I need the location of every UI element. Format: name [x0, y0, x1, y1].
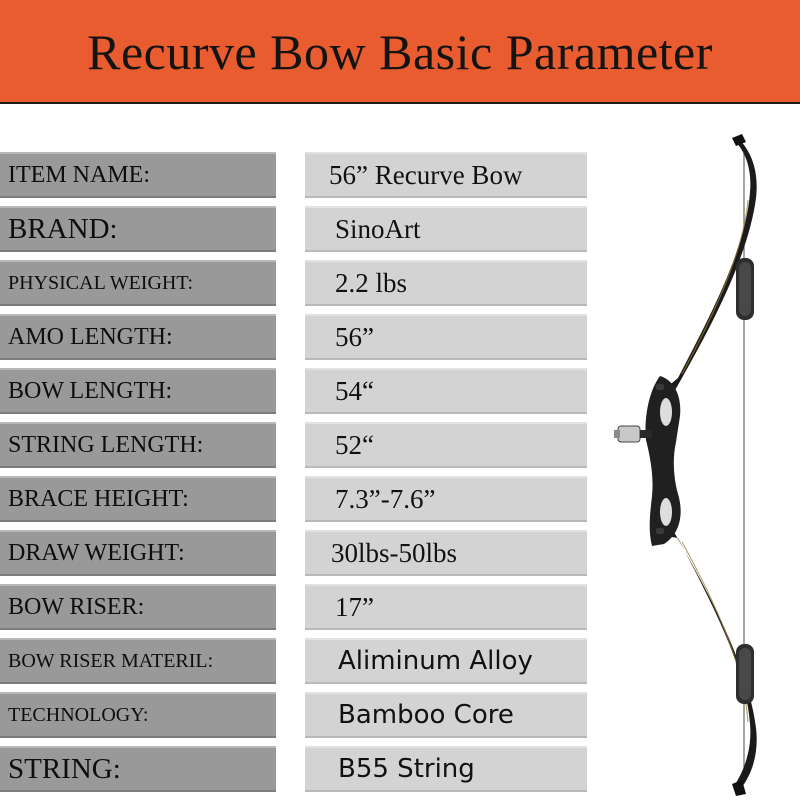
spec-value: 52“	[335, 430, 374, 460]
spec-value-cell: 54“	[305, 368, 587, 414]
spec-row-draw-weight: DRAW WEIGHT: 30lbs-50lbs	[0, 530, 600, 576]
upper-limb-edge	[681, 199, 749, 375]
spec-value-cell: 56”	[305, 314, 587, 360]
spec-label-cell: BOW RISER:	[0, 584, 276, 630]
spec-row-brace-height: BRACE HEIGHT: 7.3”-7.6”	[0, 476, 600, 522]
sight-mount	[640, 430, 652, 438]
spec-label-cell: STRING LENGTH:	[0, 422, 276, 468]
spec-row-technology: TECHNOLOGY: Bamboo Core	[0, 692, 600, 738]
spec-label: BRACE HEIGHT:	[8, 486, 189, 512]
spec-row-amo-length: AMO LENGTH: 56”	[0, 314, 600, 360]
spec-label-cell: BOW RISER MATERIL:	[0, 638, 276, 684]
spec-value: 7.3”-7.6”	[335, 484, 436, 514]
bow-riser	[645, 376, 681, 546]
spec-label: STRING LENGTH:	[8, 432, 204, 458]
spec-row-bow-riser: BOW RISER: 17”	[0, 584, 600, 630]
spec-row-string-length: STRING LENGTH: 52“	[0, 422, 600, 468]
riser-cutout-lower	[660, 498, 672, 526]
lower-limb-tip	[732, 780, 746, 796]
spec-label: BOW LENGTH:	[8, 378, 173, 404]
spec-value-cell: Bamboo Core	[305, 692, 587, 738]
spec-row-brand: BRAND: SinoArt	[0, 206, 600, 252]
spec-label-cell: TECHNOLOGY:	[0, 692, 276, 738]
spec-value-cell: 17”	[305, 584, 587, 630]
spec-value-cell: 56” Recurve Bow	[305, 152, 587, 198]
spec-value: 17”	[335, 592, 374, 622]
sight-pin	[617, 425, 641, 443]
spec-label-cell: STRING:	[0, 746, 276, 792]
spec-label-cell: DRAW WEIGHT:	[0, 530, 276, 576]
spec-value: B55 String	[338, 754, 475, 784]
spec-value: Aliminum Alloy	[338, 646, 533, 676]
upper-limb	[666, 138, 757, 392]
spec-value: 30lbs-50lbs	[331, 538, 458, 568]
spec-value: 54“	[335, 376, 374, 406]
recurve-bow-icon	[614, 134, 757, 796]
spec-label-cell: PHYSICAL WEIGHT:	[0, 260, 276, 306]
riser-bolt-upper	[656, 384, 664, 390]
riser-bolt-lower	[656, 528, 664, 534]
riser-cutout-upper	[660, 398, 672, 426]
spec-label-cell: AMO LENGTH:	[0, 314, 276, 360]
spec-value-cell: B55 String	[305, 746, 587, 792]
spec-label-cell: BOW LENGTH:	[0, 368, 276, 414]
spec-value: 56”	[335, 322, 374, 352]
spec-value-cell: 2.2 lbs	[305, 260, 587, 306]
spec-label: STRING:	[8, 753, 121, 785]
upper-limb-tip	[732, 134, 746, 146]
spec-row-string: STRING: B55 String	[0, 746, 600, 792]
spec-value-cell: 30lbs-50lbs	[305, 530, 587, 576]
spec-label: BOW RISER MATERIL:	[8, 650, 214, 672]
spec-label: BOW RISER:	[8, 594, 145, 620]
spec-row-physical-weight: PHYSICAL WEIGHT: 2.2 lbs	[0, 260, 600, 306]
spec-value-cell: SinoArt	[305, 206, 587, 252]
spec-value-cell: 52“	[305, 422, 587, 468]
title-banner: Recurve Bow Basic Parameter	[0, 0, 800, 104]
sight-pin-cap	[614, 430, 620, 438]
spec-label: DRAW WEIGHT:	[8, 540, 185, 566]
spec-label: BRAND:	[8, 213, 118, 245]
string-silencer-lower-texture	[739, 648, 751, 700]
spec-row-bow-riser-material: BOW RISER MATERIL: Aliminum Alloy	[0, 638, 600, 684]
spec-label-cell: BRAND:	[0, 206, 276, 252]
spec-label: PHYSICAL WEIGHT:	[8, 272, 194, 294]
spec-label: TECHNOLOGY:	[8, 704, 149, 726]
string-silencer-upper-texture	[739, 262, 751, 316]
spec-row-bow-length: BOW LENGTH: 54“	[0, 368, 600, 414]
spec-label-cell: ITEM NAME:	[0, 152, 276, 198]
spec-label: AMO LENGTH:	[8, 324, 173, 350]
spec-value-cell: 7.3”-7.6”	[305, 476, 587, 522]
spec-value-cell: Aliminum Alloy	[305, 638, 587, 684]
spec-value: Bamboo Core	[338, 700, 514, 730]
spec-value: SinoArt	[335, 214, 421, 244]
spec-value: 2.2 lbs	[335, 268, 408, 298]
spec-value: 56” Recurve Bow	[329, 160, 523, 190]
spec-label-cell: BRACE HEIGHT:	[0, 476, 276, 522]
spec-label: ITEM NAME:	[8, 162, 150, 188]
spec-row-item-name: ITEM NAME: 56” Recurve Bow	[0, 152, 600, 198]
page-title: Recurve Bow Basic Parameter	[87, 24, 713, 80]
